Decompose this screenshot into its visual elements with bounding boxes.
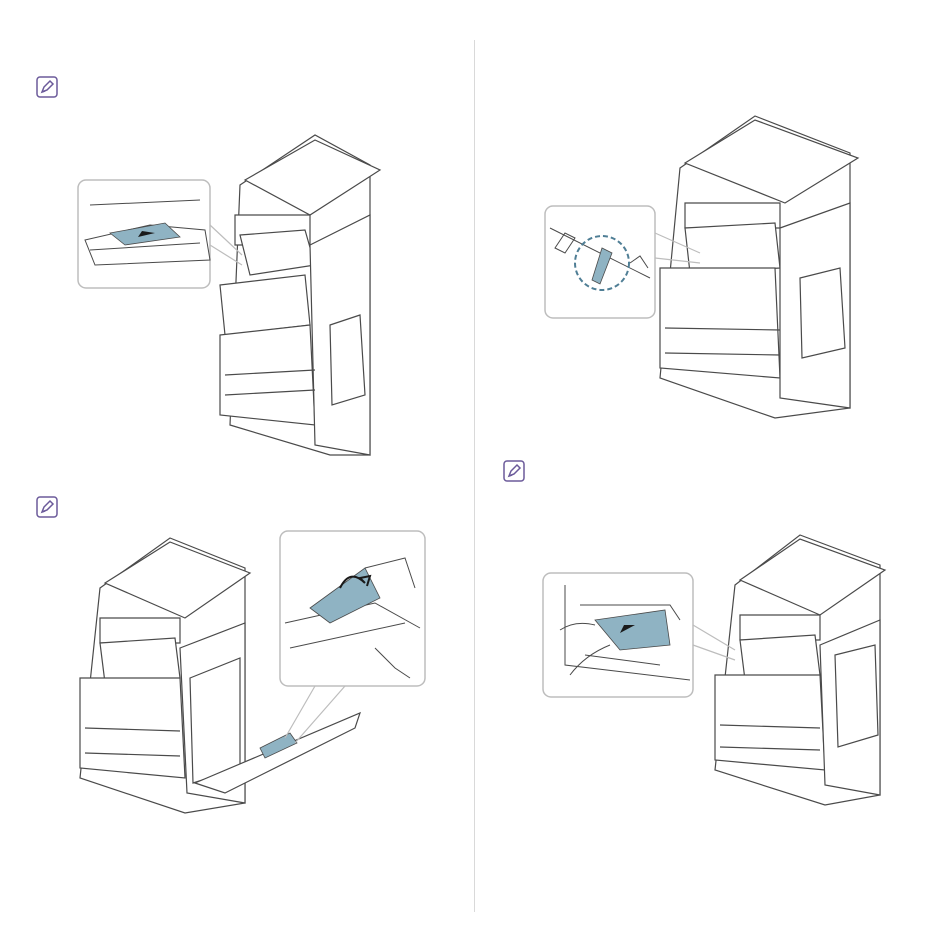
printer-icon: [715, 535, 885, 805]
note-icon: [503, 460, 525, 482]
note-icon: [36, 76, 58, 98]
figure-exit-area-jam: [540, 108, 880, 428]
figure-side-door-jam: [75, 528, 435, 818]
note-icon: [36, 496, 58, 518]
printer-icon: [660, 116, 858, 418]
figure-duplex-jam: [540, 525, 890, 815]
column-divider: [474, 40, 475, 912]
figure-output-tray-jam: [70, 125, 410, 465]
printer-icon: [220, 135, 380, 455]
